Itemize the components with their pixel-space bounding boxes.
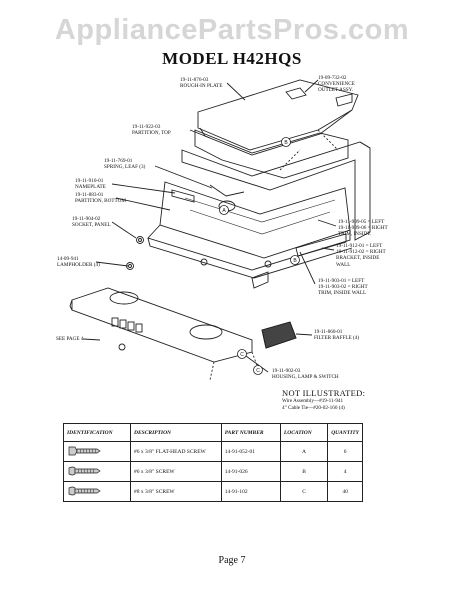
table-row: #8 x 3/8" SCREW 14-91-102 C 40 bbox=[63, 481, 363, 502]
col-part-number: PART NUMBER bbox=[221, 423, 281, 442]
callout-c: C bbox=[240, 352, 244, 358]
row-description: #8 x 3/8" SCREW bbox=[130, 481, 222, 502]
callout-b: B bbox=[293, 258, 297, 264]
watermark: AppliancePartsPros.com bbox=[54, 14, 410, 46]
row-quantity: 40 bbox=[327, 481, 363, 502]
row-location: B bbox=[280, 461, 329, 482]
callout-a: A bbox=[222, 208, 226, 214]
flat-head-screw-icon bbox=[63, 441, 132, 462]
not-illustrated-heading: NOT ILLUSTRATED: bbox=[282, 388, 366, 398]
model-title: MODEL H42HQS bbox=[162, 49, 302, 68]
outlet-box-shape bbox=[285, 87, 307, 100]
callout-b: B bbox=[284, 140, 288, 146]
col-location: LOCATION bbox=[280, 423, 329, 442]
not-illustrated-line: 4" Cable Tie—#20-02-160 (4) bbox=[282, 404, 345, 411]
row-part-number: 14-91-052-01 bbox=[221, 441, 281, 462]
table-header-row: IDENTIFICATION DESCRIPTION PART NUMBER L… bbox=[63, 423, 363, 442]
callout-c: C bbox=[256, 368, 260, 374]
row-location: A bbox=[280, 441, 329, 462]
table-row: #6 x 3/8" FLAT-HEAD SCREW 14-91-052-01 A… bbox=[63, 441, 363, 462]
rough-in-plate-shape bbox=[197, 79, 359, 151]
row-quantity: 4 bbox=[327, 461, 363, 482]
page-number: Page 7 bbox=[218, 555, 246, 566]
lamp-housing-shape bbox=[71, 287, 253, 363]
hardware-table: IDENTIFICATION DESCRIPTION PART NUMBER L… bbox=[63, 423, 363, 502]
row-quantity: 6 bbox=[327, 441, 363, 462]
nameplate-shape bbox=[171, 189, 195, 203]
row-part-number: 14-91-102 bbox=[221, 481, 281, 502]
screw-icon bbox=[63, 461, 132, 482]
trim-inside-shape bbox=[295, 233, 347, 257]
row-location: C bbox=[280, 481, 329, 502]
row-description: #6 x 3/8" FLAT-HEAD SCREW bbox=[130, 441, 222, 462]
not-illustrated: NOT ILLUSTRATED: Wire Assembly—#19-11-94… bbox=[282, 389, 365, 411]
row-part-number: 14-91-026 bbox=[221, 461, 281, 482]
partition-top-shape bbox=[194, 129, 349, 179]
screw-icon bbox=[63, 481, 132, 502]
housing-body-shape bbox=[181, 141, 371, 241]
col-identification: IDENTIFICATION bbox=[63, 423, 132, 442]
not-illustrated-line: Wire Assembly—#19-11-941 bbox=[282, 398, 344, 404]
col-description: DESCRIPTION bbox=[130, 423, 222, 442]
row-description: #6 x 3/8" SCREW bbox=[130, 461, 222, 482]
label-see-page: SEE PAGE 4 bbox=[56, 336, 84, 342]
table-row: #6 x 3/8" SCREW 14-91-026 B 4 bbox=[63, 461, 363, 482]
col-quantity: QUANTITY bbox=[327, 423, 363, 442]
